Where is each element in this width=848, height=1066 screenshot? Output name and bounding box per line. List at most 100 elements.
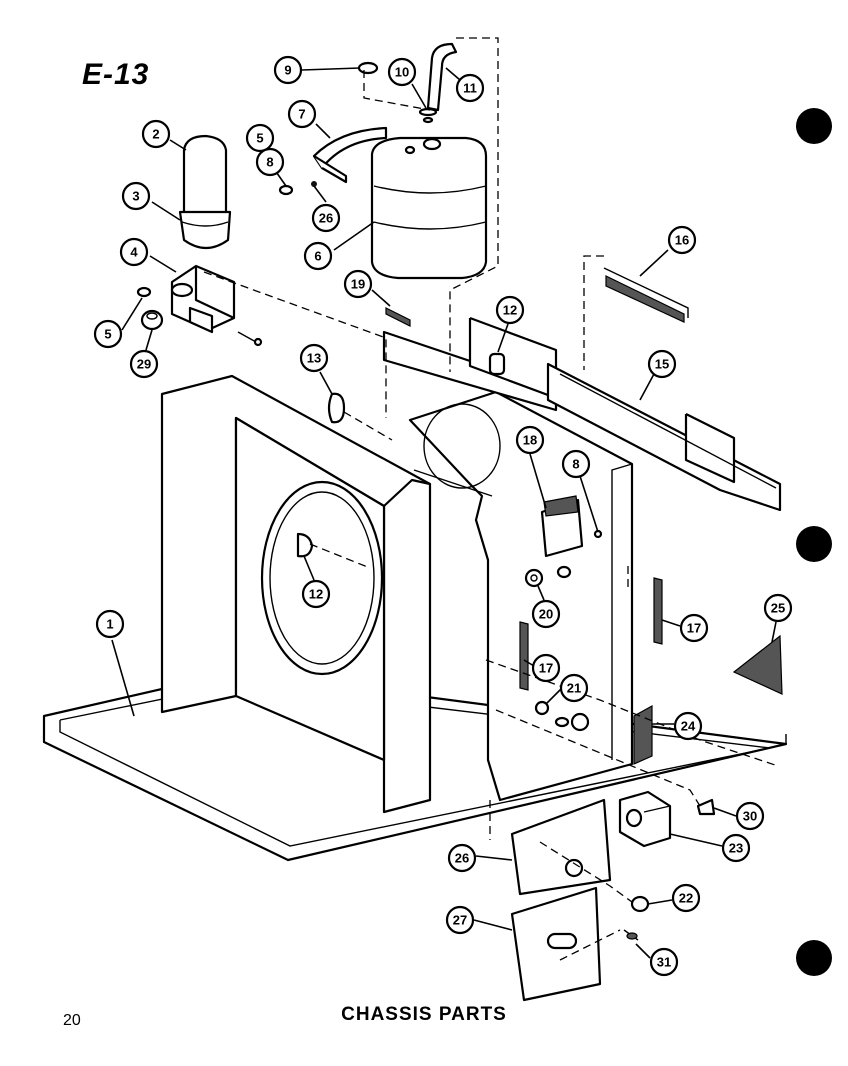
screw-5-upper: [278, 184, 294, 196]
callout-label: 19: [351, 277, 365, 292]
assembly-lines: [203, 37, 779, 961]
callout-9-top: 9: [273, 55, 303, 85]
callout-label: 11: [463, 81, 477, 96]
callout-label: 10: [395, 65, 409, 80]
callout-label: 6: [314, 249, 321, 264]
callout-label: 8: [266, 155, 273, 170]
callout-19: 18: [515, 425, 545, 455]
binder-hole-top: [796, 108, 832, 144]
callout-30: 30: [735, 801, 765, 831]
callout-label: 12: [309, 587, 323, 602]
clip-30: [696, 798, 716, 816]
callout-label: 25: [771, 601, 785, 616]
callout-label: 2: [152, 127, 159, 142]
callout-label: 5: [104, 327, 111, 342]
callout-15: 15: [647, 349, 677, 379]
cap: [357, 61, 379, 75]
callout-11: 11: [455, 73, 485, 103]
callout-label: 23: [729, 841, 743, 856]
mounting-bracket: [170, 264, 236, 334]
callout-27: 27: [445, 905, 475, 935]
callout-label: 1: [106, 617, 113, 632]
binder-hole-middle: [796, 526, 832, 562]
callout-24: 24: [673, 711, 703, 741]
callout-label: 12: [503, 303, 517, 318]
grommet-13: [327, 392, 346, 424]
leader-lines: [111, 67, 777, 959]
screw-5-lower: [136, 286, 152, 298]
nut-21: [534, 700, 590, 732]
callout-label: 16: [675, 233, 689, 248]
access-cover-27: [510, 886, 602, 1002]
callout-13: 13: [299, 343, 329, 373]
strip-18-center: [519, 621, 529, 691]
callout-label: 17: [539, 661, 553, 676]
callout-5-lower: 5: [93, 319, 123, 349]
callout-16: 16: [667, 225, 697, 255]
switch-box-19: [540, 495, 584, 558]
binder-hole-bottom: [796, 940, 832, 976]
callout-label: 15: [655, 357, 669, 372]
callout-12-top: 12: [495, 295, 525, 325]
callout-10: 10: [387, 57, 417, 87]
callout-label: 4: [130, 245, 138, 260]
callout-label: 9: [284, 63, 291, 78]
water-tank: [370, 136, 488, 280]
callout-12-shroud: 12: [301, 579, 331, 609]
callout-23: 23: [721, 833, 751, 863]
callout-7: 7: [287, 99, 317, 129]
callout-2: 2: [141, 119, 171, 149]
callout-label: 18: [523, 433, 537, 448]
callout-3: 3: [121, 181, 151, 211]
callout-label: 22: [679, 891, 693, 906]
nut-22: [630, 895, 650, 913]
callout-label: 29: [137, 357, 151, 372]
callout-label: 30: [743, 809, 757, 824]
callout-label: 26: [319, 211, 333, 226]
callout-31: 31: [649, 947, 679, 977]
access-plate-26: [510, 798, 612, 896]
callout-8-lower: 8: [561, 449, 591, 479]
screw-31: [623, 929, 639, 941]
tank-strap: [312, 126, 388, 184]
rear-partition: [382, 316, 782, 512]
grommet-12-top: [488, 352, 506, 376]
block-23: [618, 790, 672, 848]
callout-26-upper: 26: [311, 203, 341, 233]
grommet-12-shroud: [296, 532, 314, 558]
drain-hose: [426, 42, 458, 112]
callout-label: 24: [681, 719, 696, 734]
callout-6: 6: [303, 241, 333, 271]
callout-label: 7: [298, 107, 305, 122]
spring-17: [385, 307, 411, 327]
grommet-20: [524, 565, 572, 588]
callout-4: 4: [119, 237, 149, 267]
callout-8-upper: 8: [255, 147, 285, 177]
callout-1: 1: [95, 609, 125, 639]
callout-18-center: 17: [531, 653, 561, 683]
fitting: [418, 107, 438, 124]
strip-18-right: [653, 577, 663, 645]
diagram-caption: CHASSIS PARTS: [341, 1004, 507, 1025]
callout-21: 21: [559, 673, 589, 703]
nut-26-upper: [311, 181, 317, 187]
callout-22: 22: [671, 883, 701, 913]
foam-25: [732, 634, 783, 695]
callout-18-right: 17: [679, 613, 709, 643]
callout-26-lower: 26: [447, 843, 477, 873]
page-title: E-13: [82, 58, 150, 91]
callout-label: 26: [455, 851, 469, 866]
callout-label: 20: [539, 607, 553, 622]
clip-29: [140, 309, 164, 331]
bracket-24: [633, 704, 653, 765]
callout-label: 13: [307, 351, 321, 366]
page-number: 20: [63, 1012, 81, 1029]
filter-cup: [178, 134, 232, 250]
screw-long: [237, 331, 263, 347]
callout-label: 31: [657, 955, 671, 970]
callout-label: 8: [572, 457, 579, 472]
callout-20: 20: [531, 599, 561, 629]
callout-label: 5: [256, 131, 263, 146]
callout-17: 19: [343, 269, 373, 299]
callout-label: 27: [453, 913, 467, 928]
